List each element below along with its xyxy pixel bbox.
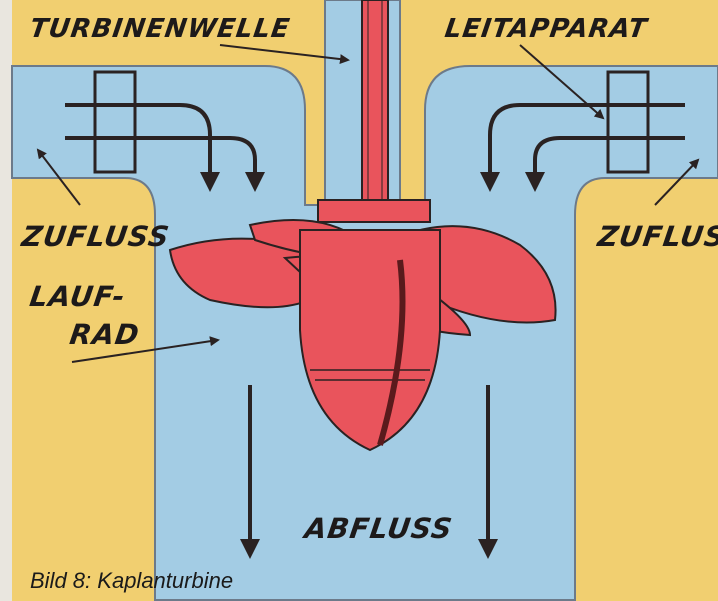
- label-runner-line2: RAD: [68, 318, 142, 351]
- label-inflow-right: ZUFLUSS: [596, 220, 718, 253]
- turbine-shaft: [362, 0, 388, 205]
- label-turbine-shaft: TURBINENWELLE: [28, 14, 292, 44]
- label-outflow: ABFLUSS: [303, 512, 455, 545]
- runner-collar: [318, 200, 430, 222]
- left-frame-strip: [0, 0, 12, 601]
- caption-title: Kaplanturbine: [97, 568, 233, 594]
- label-guide-vanes: LEITAPPARAT: [443, 14, 649, 44]
- figure-caption: Bild 8: Kaplanturbine: [30, 568, 233, 594]
- caption-prefix: Bild 8:: [30, 568, 91, 594]
- label-inflow-left: ZUFLUSS: [20, 220, 172, 253]
- label-runner-line1: LAUF-: [28, 280, 128, 313]
